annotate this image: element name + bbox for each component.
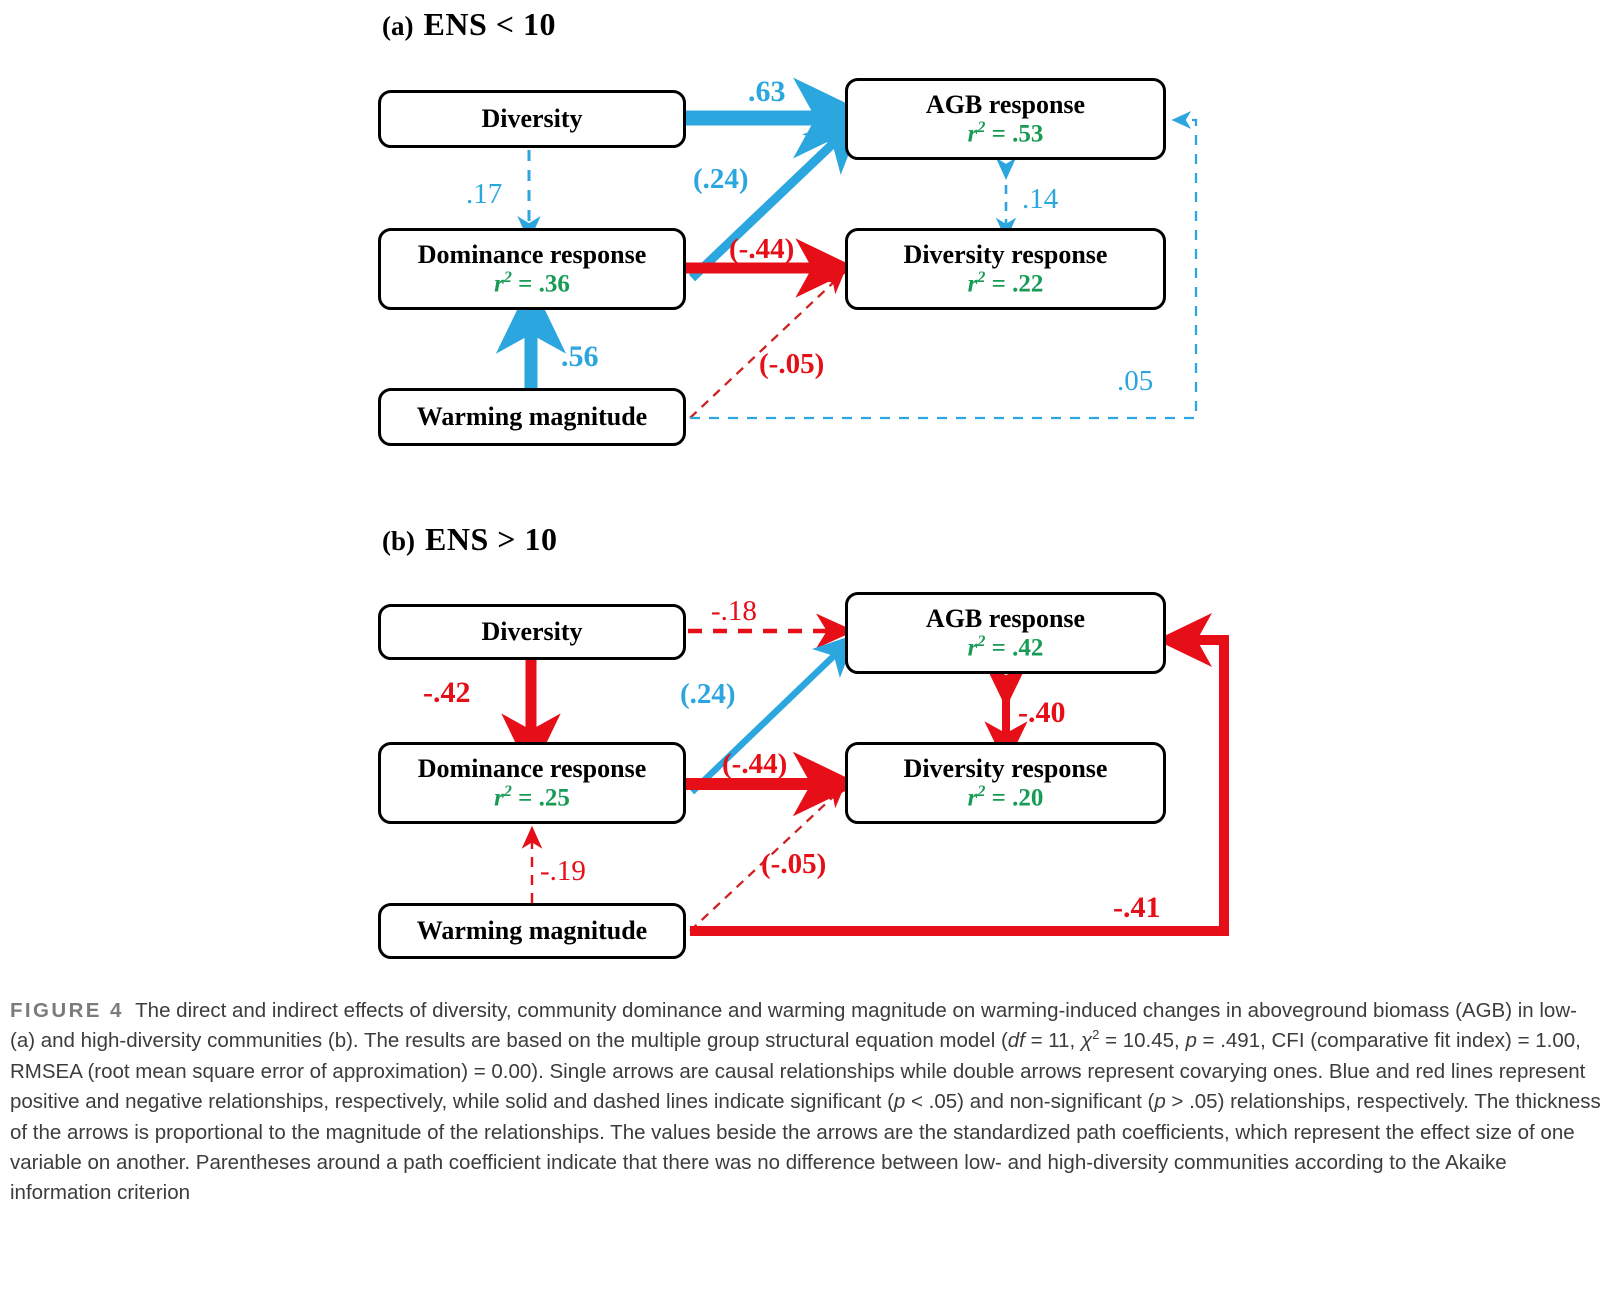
panel-b-title: (b) ENS > 10 <box>382 521 557 558</box>
coef-a-warm-dom: .56 <box>561 340 599 373</box>
coef-b-warm-dom: -.19 <box>540 855 586 887</box>
figure-caption-p-value: = .491, CFI (comparative fit index) = 1.… <box>10 1029 1586 1114</box>
coef-a-warm-divresp: (-.05) <box>759 348 825 380</box>
figure-caption-p2-value: < .05) and non-significant ( <box>905 1090 1155 1114</box>
figure-caption-chi-value: = 10.45, <box>1099 1029 1186 1053</box>
path-b-warm-divresp <box>689 785 845 932</box>
figure-caption-label: FIGURE 4 <box>10 999 124 1022</box>
figure-caption-p: p <box>1185 1029 1197 1053</box>
node-a-dominance-response[interactable]: Dominance response r2 = .36 <box>378 228 686 310</box>
node-a-agb-response-label: AGB response <box>925 89 1086 119</box>
node-a-diversity-response-r2: r2 = .22 <box>967 268 1044 298</box>
figure-caption-chi: χ <box>1080 1029 1093 1053</box>
node-b-agb-response-r2: r2 = .42 <box>967 632 1044 662</box>
figure-caption-p3: p <box>1154 1090 1166 1114</box>
figure-caption-chi-sup: 2 <box>1092 1027 1100 1043</box>
node-a-diversity[interactable]: Diversity <box>378 90 686 148</box>
panel-a-heading: ENS < 10 <box>423 6 556 42</box>
node-a-dominance-response-label: Dominance response <box>417 239 647 269</box>
path-a-warm-divresp <box>689 271 845 419</box>
panel-b-heading: ENS > 10 <box>425 521 558 557</box>
node-b-warming-magnitude[interactable]: Warming magnitude <box>378 903 686 959</box>
panel-b-label: (b) <box>382 526 415 556</box>
node-a-diversity-label: Diversity <box>481 104 583 134</box>
path-b-warm-agb <box>690 613 1229 936</box>
panel-a-label: (a) <box>382 11 414 41</box>
node-b-agb-response-label: AGB response <box>925 603 1086 633</box>
path-a-dom-agb <box>688 113 865 282</box>
coef-a-div-agb: .63 <box>748 75 786 108</box>
node-b-dominance-response-r2: r2 = .25 <box>494 782 570 812</box>
figure-caption-p3-value: > .05) relationships, respectively. The … <box>10 1090 1601 1205</box>
node-b-diversity[interactable]: Diversity <box>378 604 686 660</box>
node-b-warming-magnitude-label: Warming magnitude <box>416 916 648 946</box>
path-b-dom-agb <box>689 633 857 795</box>
figure-caption-part1: The direct and indirect effects of diver… <box>10 999 1577 1053</box>
node-b-diversity-response-label: Diversity response <box>903 753 1108 783</box>
node-a-diversity-response[interactable]: Diversity response r2 = .22 <box>845 228 1166 310</box>
coef-a-div-dom: .17 <box>466 178 503 210</box>
figure-caption-p2: p <box>893 1090 906 1114</box>
node-b-diversity-response-r2: r2 = .20 <box>967 782 1044 812</box>
node-a-dominance-response-r2: r2 = .36 <box>494 268 570 298</box>
coef-b-div-agb: -.18 <box>711 595 757 627</box>
figure-caption-df-value: = 11, <box>1024 1029 1081 1053</box>
path-a-warm-agb <box>690 111 1198 420</box>
node-b-diversity-label: Diversity <box>481 617 583 647</box>
node-a-agb-response-r2: r2 = .53 <box>967 118 1044 148</box>
coef-b-warm-divresp: (-.05) <box>761 848 827 880</box>
coef-b-div-dom: -.42 <box>423 676 471 709</box>
node-b-agb-response[interactable]: AGB response r2 = .42 <box>845 592 1166 674</box>
figure-caption: FIGURE 4 The direct and indirect effects… <box>10 996 1602 1209</box>
coef-a-dom-divresp: (-.44) <box>729 233 795 265</box>
node-b-dominance-response[interactable]: Dominance response r2 = .25 <box>378 742 686 824</box>
coef-b-warm-agb: -.41 <box>1113 891 1161 924</box>
coef-a-agb-divresp-cov: .14 <box>1022 183 1059 215</box>
coef-b-agb-divresp-cov: -.40 <box>1018 696 1066 729</box>
coef-b-dom-agb: (.24) <box>680 678 736 710</box>
node-a-warming-magnitude-label: Warming magnitude <box>416 402 648 432</box>
node-b-dominance-response-label: Dominance response <box>417 753 647 783</box>
panel-a-title: (a) ENS < 10 <box>382 6 556 43</box>
node-a-agb-response[interactable]: AGB response r2 = .53 <box>845 78 1166 160</box>
coef-b-dom-divresp: (-.44) <box>722 748 788 780</box>
node-a-warming-magnitude[interactable]: Warming magnitude <box>378 388 686 446</box>
coef-a-warm-agb: .05 <box>1117 365 1154 397</box>
coef-a-dom-agb: (.24) <box>693 163 749 195</box>
node-a-diversity-response-label: Diversity response <box>903 239 1108 269</box>
node-b-diversity-response[interactable]: Diversity response r2 = .20 <box>845 742 1166 824</box>
figure-caption-df: df <box>1007 1029 1025 1053</box>
